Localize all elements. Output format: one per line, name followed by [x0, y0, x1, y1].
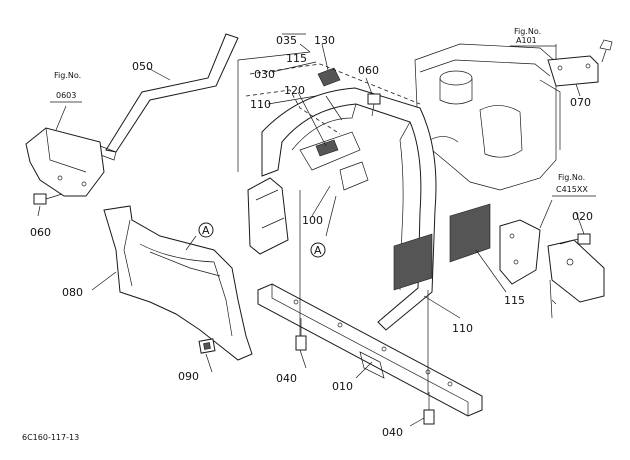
figref-c415-number: C415XX [556, 185, 588, 194]
rod-050 [97, 33, 239, 161]
grille-panel-right [449, 203, 491, 263]
callout-a-center: A [310, 242, 326, 258]
clip-090 [198, 338, 216, 354]
figref-a101: Fig.No. A101 [510, 27, 556, 47]
figref-c415: Fig.No. C415XX [552, 173, 596, 197]
callout-a-left-label: A [202, 224, 210, 237]
label-050: 050 [132, 60, 153, 73]
base-frame [257, 283, 483, 417]
label-035: 035 [276, 34, 297, 47]
bolt-040-left [295, 318, 307, 351]
grille-panel-left [393, 233, 433, 291]
part-labels: 035 130 115 030 120 110 060 050 060 080 … [30, 34, 593, 439]
plate-120 [315, 139, 339, 157]
left-bracket [25, 127, 105, 197]
label-060-right: 060 [358, 64, 379, 77]
bolt-060-left [33, 193, 63, 205]
callout-a-center-label: A [314, 244, 322, 257]
hinge-bracket [499, 219, 605, 319]
figref-a101-number: A101 [516, 36, 537, 45]
bolt-040-right [423, 392, 435, 425]
label-040-left: 040 [276, 372, 297, 385]
plate-130 [317, 67, 341, 87]
label-100: 100 [302, 214, 323, 227]
label-040-right: 040 [382, 426, 403, 439]
label-115-top: 115 [286, 52, 307, 65]
bonnet-frame [247, 87, 437, 331]
fuel-tank [414, 43, 561, 191]
label-010: 010 [332, 380, 353, 393]
label-110-bottom: 110 [452, 322, 473, 335]
figref-a101-title: Fig.No. [514, 27, 541, 36]
label-110-top: 110 [250, 98, 271, 111]
label-020: 020 [572, 210, 593, 223]
leader-lines [37, 33, 585, 427]
figref-0603: Fig.No. 0603 [50, 71, 82, 103]
label-070: 070 [570, 96, 591, 109]
bolt-060-right [367, 93, 381, 117]
tank-bracket [547, 39, 613, 87]
figref-c415-title: Fig.No. [558, 173, 585, 182]
figref-0603-title: Fig.No. [54, 71, 81, 80]
kit-bracket [237, 51, 421, 172]
diagram-code: 6C160-117-13 [22, 433, 79, 442]
callout-a-left: A [198, 222, 214, 238]
side-cover [103, 205, 253, 361]
figref-0603-number: 0603 [56, 91, 76, 100]
label-080: 080 [62, 286, 83, 299]
label-130: 130 [314, 34, 335, 47]
label-120: 120 [284, 84, 305, 97]
label-060-left: 060 [30, 226, 51, 239]
label-090: 090 [178, 370, 199, 383]
label-115-bottom: 115 [504, 294, 525, 307]
label-030: 030 [254, 68, 275, 81]
